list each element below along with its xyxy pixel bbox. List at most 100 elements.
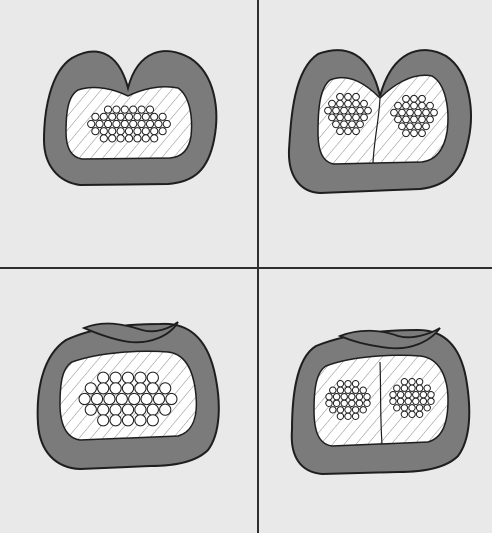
cell-circle <box>146 120 153 127</box>
cell-circle <box>420 398 426 404</box>
cell-circle <box>85 383 96 394</box>
cell-circle <box>416 379 422 385</box>
cell-circle <box>345 100 352 107</box>
cell-circle <box>403 116 410 123</box>
cell-circle <box>160 404 171 415</box>
cell-circle <box>403 130 410 137</box>
cell-circle <box>159 128 166 135</box>
lumen <box>66 87 192 159</box>
cell-circle <box>409 379 415 385</box>
cell-circle <box>92 113 99 120</box>
cell-circle <box>163 120 170 127</box>
cell-circle <box>416 411 422 417</box>
cell-circle <box>403 95 410 102</box>
cell-circle <box>153 393 164 404</box>
cell-circle <box>333 394 339 400</box>
cell-circle <box>349 400 355 406</box>
cell-circle <box>405 398 411 404</box>
cell-circle <box>360 387 366 393</box>
cell-circle <box>109 128 116 135</box>
cell-circle <box>96 120 103 127</box>
cell-circle <box>397 398 403 404</box>
cell-circle <box>409 385 415 391</box>
cell-circle <box>352 407 358 413</box>
cell-circle <box>341 107 348 114</box>
cell-circle <box>100 128 107 135</box>
cell-circle <box>110 415 121 426</box>
cell-circle <box>364 400 370 406</box>
cell-circle <box>357 121 364 128</box>
cell-circle <box>117 135 124 142</box>
cell-circle <box>345 381 351 387</box>
cell-circle <box>333 400 339 406</box>
cell-circle <box>349 394 355 400</box>
cell-circle <box>147 372 158 383</box>
cell-circle <box>104 106 111 113</box>
cell-circle <box>356 400 362 406</box>
cell-circle <box>113 106 120 113</box>
cell-circle <box>337 387 343 393</box>
cell-circle <box>341 394 347 400</box>
panel-bottom-left <box>38 322 219 469</box>
cell-circle <box>122 415 133 426</box>
cell-circle <box>416 385 422 391</box>
cell-circle <box>92 128 99 135</box>
cell-circle <box>104 393 115 404</box>
cell-circle <box>142 113 149 120</box>
cell-circle <box>399 123 406 130</box>
cell-circle <box>411 102 418 109</box>
cell-circle <box>391 109 398 116</box>
cell-circle <box>166 393 177 404</box>
cell-circle <box>401 411 407 417</box>
cell-circle <box>428 398 434 404</box>
cell-circle <box>345 128 352 135</box>
cell-circle <box>424 405 430 411</box>
cell-circle <box>365 107 372 114</box>
cell-circle <box>160 383 171 394</box>
cell-circle <box>329 100 336 107</box>
cell-circle <box>349 107 356 114</box>
cell-circle <box>360 407 366 413</box>
cell-circle <box>401 405 407 411</box>
cell-circle <box>159 113 166 120</box>
cell-circle <box>407 123 414 130</box>
cell-circle <box>409 405 415 411</box>
cell-circle <box>337 128 344 135</box>
cell-circle <box>129 393 140 404</box>
cell-circle <box>122 372 133 383</box>
cell-circle <box>151 113 158 120</box>
cell-circle <box>122 404 133 415</box>
cell-circle <box>125 135 132 142</box>
cell-circle <box>409 411 415 417</box>
cell-circle <box>135 404 146 415</box>
cell-circle <box>337 93 344 100</box>
cell-circle <box>98 415 109 426</box>
cell-circle <box>353 93 360 100</box>
cell-circle <box>121 120 128 127</box>
cell-circle <box>420 392 426 398</box>
cell-circle <box>138 120 145 127</box>
cell-circle <box>146 106 153 113</box>
cell-circle <box>109 135 116 142</box>
cell-circle <box>423 109 430 116</box>
cell-circle <box>151 135 158 142</box>
cell-circle <box>147 404 158 415</box>
cell-circle <box>117 113 124 120</box>
cell-circle <box>390 398 396 404</box>
cell-circle <box>345 114 352 121</box>
cell-circle <box>85 404 96 415</box>
cell-circle <box>155 120 162 127</box>
cell-circle <box>79 393 90 404</box>
cell-circle <box>333 107 340 114</box>
cell-circle <box>352 381 358 387</box>
cell-circle <box>121 106 128 113</box>
cell-circle <box>353 114 360 121</box>
cell-circle <box>399 109 406 116</box>
cell-circle <box>116 393 127 404</box>
cell-circle <box>113 120 120 127</box>
cell-circle <box>110 383 121 394</box>
cell-circle <box>138 106 145 113</box>
cell-circle <box>419 95 426 102</box>
cell-circle <box>428 392 434 398</box>
cell-circle <box>352 387 358 393</box>
